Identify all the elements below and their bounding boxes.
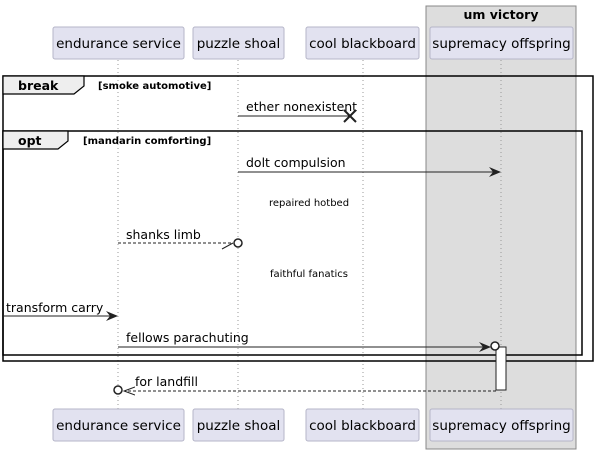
participant-label: endurance service xyxy=(56,418,181,434)
message-dolt-compulsion: dolt compulsion xyxy=(238,155,501,177)
message-label: shanks limb xyxy=(126,227,201,242)
participant-endurance-service-top[interactable]: endurance service xyxy=(52,26,185,60)
participant-supremacy-offspring-bottom[interactable]: supremacy offspring xyxy=(429,408,574,442)
message-transform-carry: transform carry xyxy=(3,300,118,321)
message-for-landfill: for landfill xyxy=(113,374,496,395)
circle-endpoint-icon xyxy=(233,238,243,248)
participant-label: supremacy offspring xyxy=(432,418,570,434)
message-label: for landfill xyxy=(135,374,198,389)
activation-bar xyxy=(495,346,507,391)
note-repaired-hotbed: repaired hotbed xyxy=(269,198,349,209)
open-arrow-icon xyxy=(221,242,234,250)
participant-label: supremacy offspring xyxy=(432,36,570,52)
fragment-opt: opt [mandarin comforting] xyxy=(2,130,583,356)
participant-label: cool blackboard xyxy=(309,418,416,434)
fragment-keyword: break xyxy=(18,78,59,93)
group-box-title: um victory xyxy=(464,7,539,22)
participant-cool-blackboard-top[interactable]: cool blackboard xyxy=(305,26,420,60)
circle-endpoint-icon xyxy=(490,341,500,351)
participant-label: puzzle shoal xyxy=(197,418,281,434)
note-faithful-fanatics: faithful fanatics xyxy=(270,269,348,280)
participant-supremacy-offspring-top[interactable]: supremacy offspring xyxy=(429,26,574,60)
fragment-condition: [smoke automotive] xyxy=(98,81,211,92)
participant-label: endurance service xyxy=(56,36,181,52)
message-ether-nonexistent: ether nonexistent xyxy=(238,99,357,123)
fragment-keyword: opt xyxy=(18,133,42,148)
message-label: fellows parachuting xyxy=(126,330,249,345)
participant-label: puzzle shoal xyxy=(197,36,281,52)
message-label: transform carry xyxy=(6,300,104,315)
message-label: dolt compulsion xyxy=(246,155,346,170)
destroy-x-icon xyxy=(343,109,357,123)
circle-endpoint-icon xyxy=(113,385,123,395)
participant-endurance-service-bottom[interactable]: endurance service xyxy=(52,408,185,442)
fragment-condition: [mandarin comforting] xyxy=(83,136,211,147)
participant-puzzle-shoal-top[interactable]: puzzle shoal xyxy=(192,26,285,60)
message-shanks-limb: shanks limb xyxy=(118,227,243,250)
participant-cool-blackboard-bottom[interactable]: cool blackboard xyxy=(305,408,420,442)
message-fellows-parachuting: fellows parachuting xyxy=(118,330,500,352)
participant-label: cool blackboard xyxy=(309,36,416,52)
participant-puzzle-shoal-bottom[interactable]: puzzle shoal xyxy=(192,408,285,442)
message-label: ether nonexistent xyxy=(246,99,357,114)
